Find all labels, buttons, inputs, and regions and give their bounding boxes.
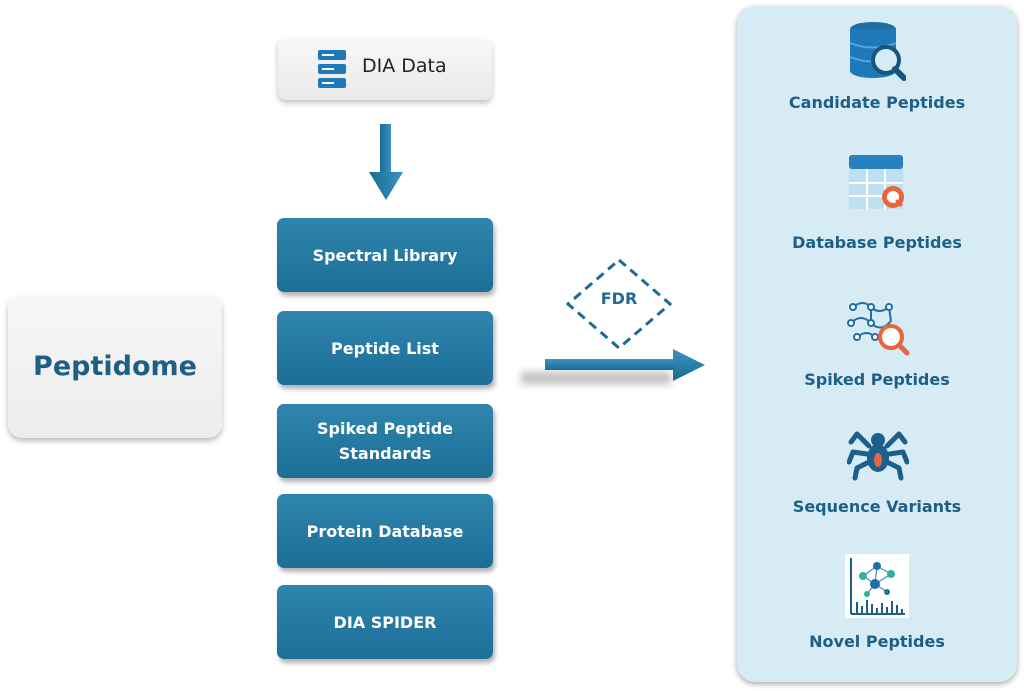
peptide-list-button: Peptide List [277, 311, 493, 385]
method-label: Protein Database [306, 521, 464, 541]
dia-data-box: DIA Data [278, 38, 492, 100]
method-label: Spiked Peptide Standards [316, 419, 453, 463]
method-label: Spectral Library [312, 245, 458, 265]
spectral-library-button: Spectral Library [277, 218, 493, 292]
method-label: DIA SPIDER [333, 612, 437, 632]
molecule-search-icon [847, 302, 910, 356]
dia-spider-button: DIA SPIDER [277, 585, 493, 659]
down-arrow [369, 124, 403, 200]
spiked-peptide-standards-button: Spiked Peptide Standards [277, 404, 493, 478]
table-search-icon [849, 155, 904, 209]
output-label: Spiked Peptides [804, 370, 950, 389]
database-search-icon [849, 22, 906, 81]
dia-data-label: DIA Data [362, 55, 447, 77]
right-arrow [521, 349, 705, 384]
output-label: Candidate Peptides [788, 93, 966, 112]
output-label: Sequence Variants [792, 497, 962, 516]
peptidome-label: Peptidome [33, 350, 197, 382]
output-label: Novel Peptides [809, 632, 945, 651]
method-label: Peptide List [331, 338, 439, 358]
outputs-panel: Candidate Peptides Database Peptides [737, 6, 1017, 682]
peptidome-box: Peptidome [8, 294, 222, 438]
protein-database-button: Protein Database [277, 494, 493, 568]
output-label: Database Peptides [792, 233, 962, 252]
network-spectrum-icon [845, 554, 909, 618]
fdr-label: FDR [600, 289, 638, 308]
database-stack-icon [318, 50, 346, 88]
spider-icon [847, 431, 909, 481]
